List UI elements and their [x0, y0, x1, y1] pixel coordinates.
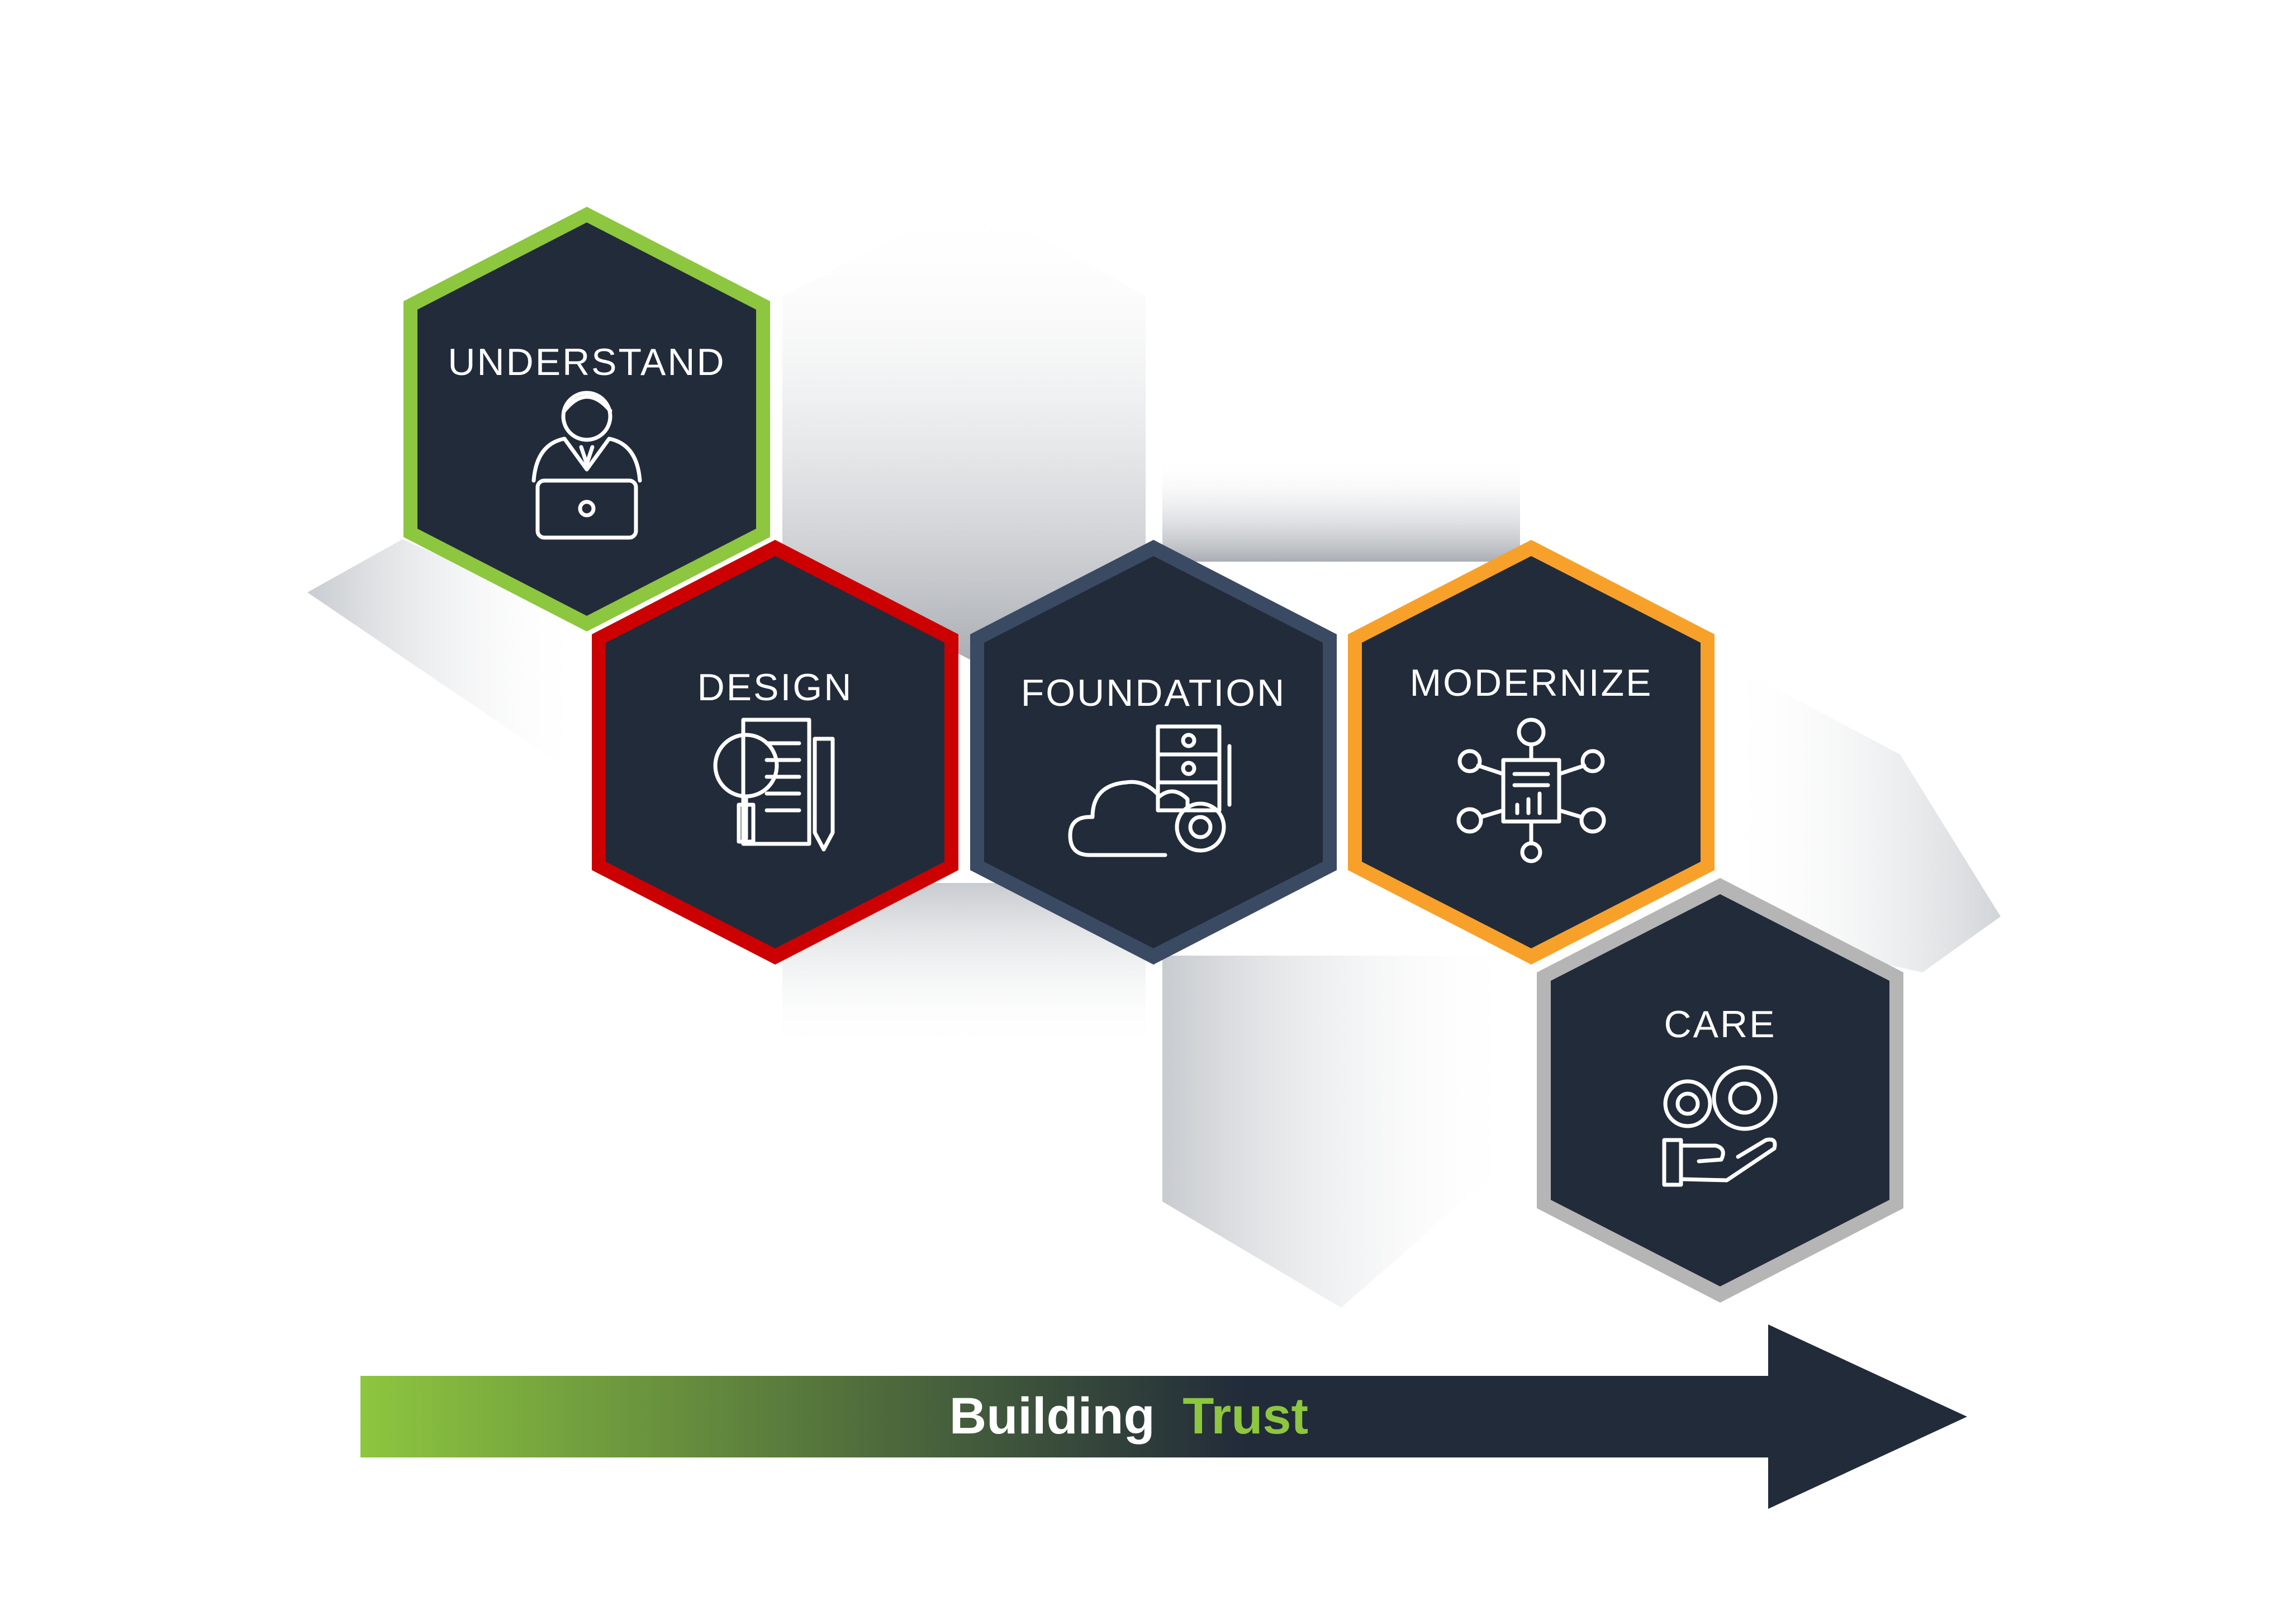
network-hub-icon [1456, 718, 1606, 863]
document-magnifier-icon [713, 718, 835, 852]
shadow-cell [782, 883, 1146, 1051]
arrow-label: Building Trust [949, 1388, 1308, 1445]
arrow-label-part2: Trust [1183, 1388, 1308, 1445]
hex-label: MODERNIZE [1410, 662, 1653, 704]
arrow-shape [360, 1324, 1967, 1509]
hex-body [417, 222, 756, 616]
arrow-label-part1: Building [949, 1388, 1155, 1445]
hex-label: UNDERSTAND [448, 341, 725, 383]
hex-label: CARE [1664, 1003, 1777, 1046]
hand-gears-icon [1662, 1065, 1778, 1187]
hex-label: DESIGN [697, 666, 853, 709]
step-foundation: FOUNDATION [970, 540, 1337, 965]
hex-body [984, 556, 1323, 948]
shadow-cell [1721, 659, 2001, 972]
building-trust-arrow: Building Trust [360, 1324, 1967, 1509]
shadow-cell [1162, 956, 1520, 1308]
shadow-cell [307, 539, 587, 782]
person-laptop-icon [531, 391, 642, 540]
background-shadows [307, 198, 2001, 1308]
shadow-cell [782, 198, 1146, 659]
hex-label: FOUNDATION [1021, 672, 1286, 714]
step-modernize: MODERNIZE [1348, 540, 1715, 965]
shadow-cell [1162, 458, 1520, 562]
cloud-server-gear-icon [1068, 724, 1232, 857]
step-care: CARE [1537, 878, 1903, 1303]
step-design: DESIGN [592, 540, 958, 965]
hex-body [1551, 894, 1889, 1286]
step-understand: UNDERSTAND [403, 207, 770, 631]
